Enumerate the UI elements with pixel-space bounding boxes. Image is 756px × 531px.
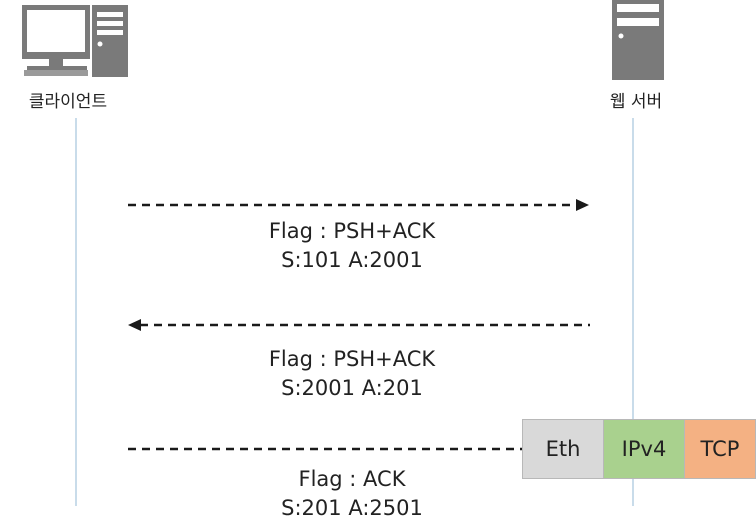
message-2-flag: Flag : PSH+ACK xyxy=(268,347,436,371)
client-lifeline xyxy=(75,118,77,506)
packet-ipv4-segment: IPv4 xyxy=(603,419,685,479)
message-3-flag: Flag : ACK xyxy=(298,467,406,491)
server-lifeline xyxy=(632,118,634,506)
message-2-arrowhead xyxy=(128,319,141,331)
message-2-seq: S:2001 A:201 xyxy=(281,376,423,400)
message-3-label: Flag : ACK S:201 A:2501 xyxy=(232,465,472,523)
message-2-label: Flag : PSH+ACK S:2001 A:201 xyxy=(232,345,472,403)
packet-eth-segment: Eth xyxy=(522,419,604,479)
message-1-arrowhead xyxy=(576,199,589,211)
client-label: 클라이언트 xyxy=(28,92,108,112)
message-1-seq: S:101 A:2001 xyxy=(281,248,423,272)
message-3-seq: S:201 A:2501 xyxy=(281,496,423,520)
message-1-flag: Flag : PSH+ACK xyxy=(268,219,436,243)
message-1-label: Flag : PSH+ACK S:101 A:2001 xyxy=(232,217,472,275)
server-label: 웹 서버 xyxy=(609,92,663,112)
packet-tcp-segment: TCP xyxy=(684,419,756,479)
